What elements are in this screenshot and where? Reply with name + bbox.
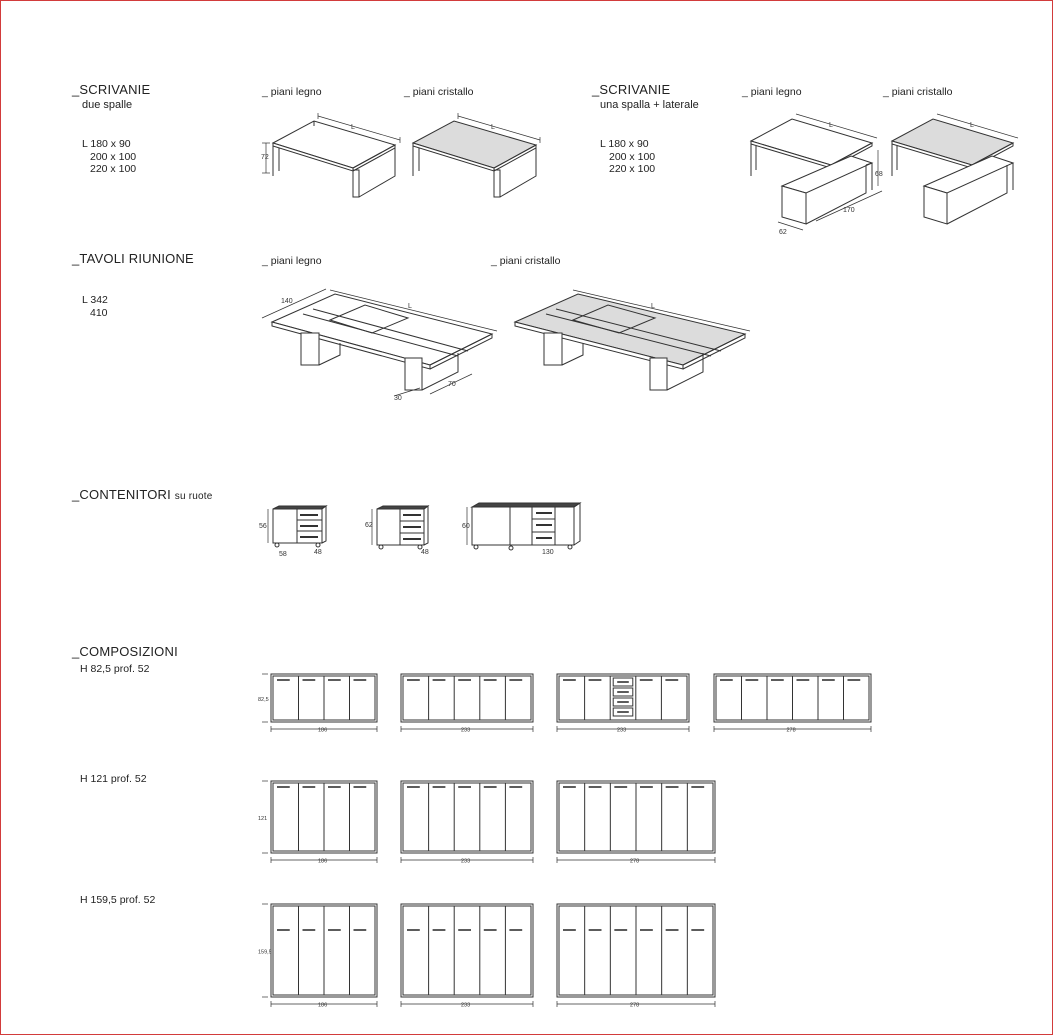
compositions: 82,5 186 233 233 278 121 186 233 278 159,5 186 233 2… — [258, 673, 872, 1009]
contenitori-title: _CONTENITORI su ruote — [72, 487, 213, 503]
desk-b-dim-w: 62 — [779, 229, 787, 236]
height-label: 82,5 — [258, 697, 269, 703]
cabinet — [400, 903, 534, 998]
drawer — [612, 687, 634, 697]
tavoli-title: _TAVOLI RIUNIONE — [72, 251, 194, 266]
tavoli-glass-label: _ piani cristallo — [491, 255, 561, 267]
scrivanie-subtitle: due spalle — [82, 99, 133, 111]
scrivanie-b-subtitle: una spalla + laterale — [600, 99, 699, 111]
composizioni-row2-label: H 121 prof. 52 — [80, 773, 147, 785]
scrivanie-glass-label: _ piani cristallo — [404, 86, 474, 98]
width-label: 278 — [787, 728, 796, 734]
desk-a-dim-h: 72 — [261, 154, 269, 161]
cabinet — [400, 673, 534, 723]
width-label: 233 — [617, 728, 626, 734]
pedestal-2 — [371, 505, 430, 550]
scrivanie-b-glass-label: _ piani cristallo — [883, 86, 953, 98]
width-label: 278 — [630, 859, 639, 865]
drawer — [612, 697, 634, 707]
scrivanie-title: _SCRIVANIE — [72, 82, 151, 97]
pedestal-2-dim-h: 62 — [365, 522, 373, 529]
pedestal-2-dim-w: 48 — [421, 549, 429, 556]
pedestal-1-dim-w: 48 — [314, 549, 322, 556]
tavoli-wood-label: _ piani legno — [262, 255, 322, 267]
tavolo-dim-b: 70 — [448, 381, 456, 388]
width-label: 278 — [630, 1003, 639, 1009]
scrivanie-b-size-2: 200 x 100 — [609, 151, 656, 163]
meeting-table-wood — [261, 288, 498, 397]
desk-a-glass-dim-l: L — [491, 124, 495, 131]
cabinet-inner — [402, 782, 532, 852]
credenza-dim-w: 130 — [542, 549, 554, 556]
tavolo-glass-dim-l: L — [651, 303, 655, 310]
scrivanie-size-1: L 180 x 90 — [82, 138, 131, 150]
meeting-table-glass — [513, 289, 751, 391]
desk-two-legs-wood — [262, 113, 401, 198]
composizioni-title: _COMPOSIZIONI — [72, 644, 178, 659]
tavoli-size-2: 410 — [90, 307, 108, 319]
height-label: 121 — [258, 816, 267, 822]
tavolo-dim-l: L — [408, 303, 412, 310]
tavolo-dim-d: 140 — [281, 298, 293, 305]
pedestal-1-dim-d: 58 — [279, 551, 287, 558]
pedestal-1-dim-h: 56 — [259, 523, 267, 530]
scrivanie-b-title: _SCRIVANIE — [592, 82, 671, 97]
tavoli-size-1: L 342 — [82, 294, 108, 306]
desk-b-dim-h: 68 — [875, 171, 883, 178]
scrivanie-size-2: 200 x 100 — [90, 151, 137, 163]
width-label: 186 — [318, 859, 327, 865]
desk-b-dim-d: 170 — [843, 207, 855, 214]
contenitori-title-text: _CONTENITORI — [72, 487, 171, 502]
desk-one-leg-wood — [749, 113, 883, 231]
drawer — [612, 677, 634, 687]
credenza — [466, 502, 582, 551]
cabinet-inner — [402, 905, 532, 996]
contenitori-title-suffix: su ruote — [174, 491, 213, 502]
composizioni-row1-label: H 82,5 prof. 52 — [80, 663, 150, 675]
tavolo-dim-a: 30 — [394, 395, 402, 402]
cabinet — [400, 780, 534, 854]
width-label: 186 — [318, 728, 327, 734]
credenza-dim-h: 60 — [462, 523, 470, 530]
scrivanie-wood-label: _ piani legno — [262, 86, 322, 98]
scrivanie-b-size-1: L 180 x 90 — [600, 138, 649, 150]
composizioni-row3-label: H 159,5 prof. 52 — [80, 894, 156, 906]
width-label: 233 — [461, 859, 470, 865]
pedestal-1 — [267, 505, 328, 548]
desk-b-glass-dim-l: L — [970, 122, 974, 129]
desk-one-leg-glass — [890, 113, 1019, 225]
cabinet-inner — [558, 675, 688, 721]
scrivanie-b-wood-label: _ piani legno — [742, 86, 802, 98]
desk-b-dim-l: L — [829, 122, 833, 129]
cabinet-inner — [402, 675, 532, 721]
width-label: 186 — [318, 1003, 327, 1009]
width-label: 233 — [461, 728, 470, 734]
drawer — [612, 707, 634, 717]
height-label: 159,5 — [258, 950, 272, 956]
width-label: 233 — [461, 1003, 470, 1009]
desk-a-dim-l: L — [351, 124, 355, 131]
desk-two-legs-glass — [411, 113, 541, 198]
scrivanie-b-size-3: 220 x 100 — [609, 163, 656, 175]
scrivanie-size-3: 220 x 100 — [90, 163, 137, 175]
